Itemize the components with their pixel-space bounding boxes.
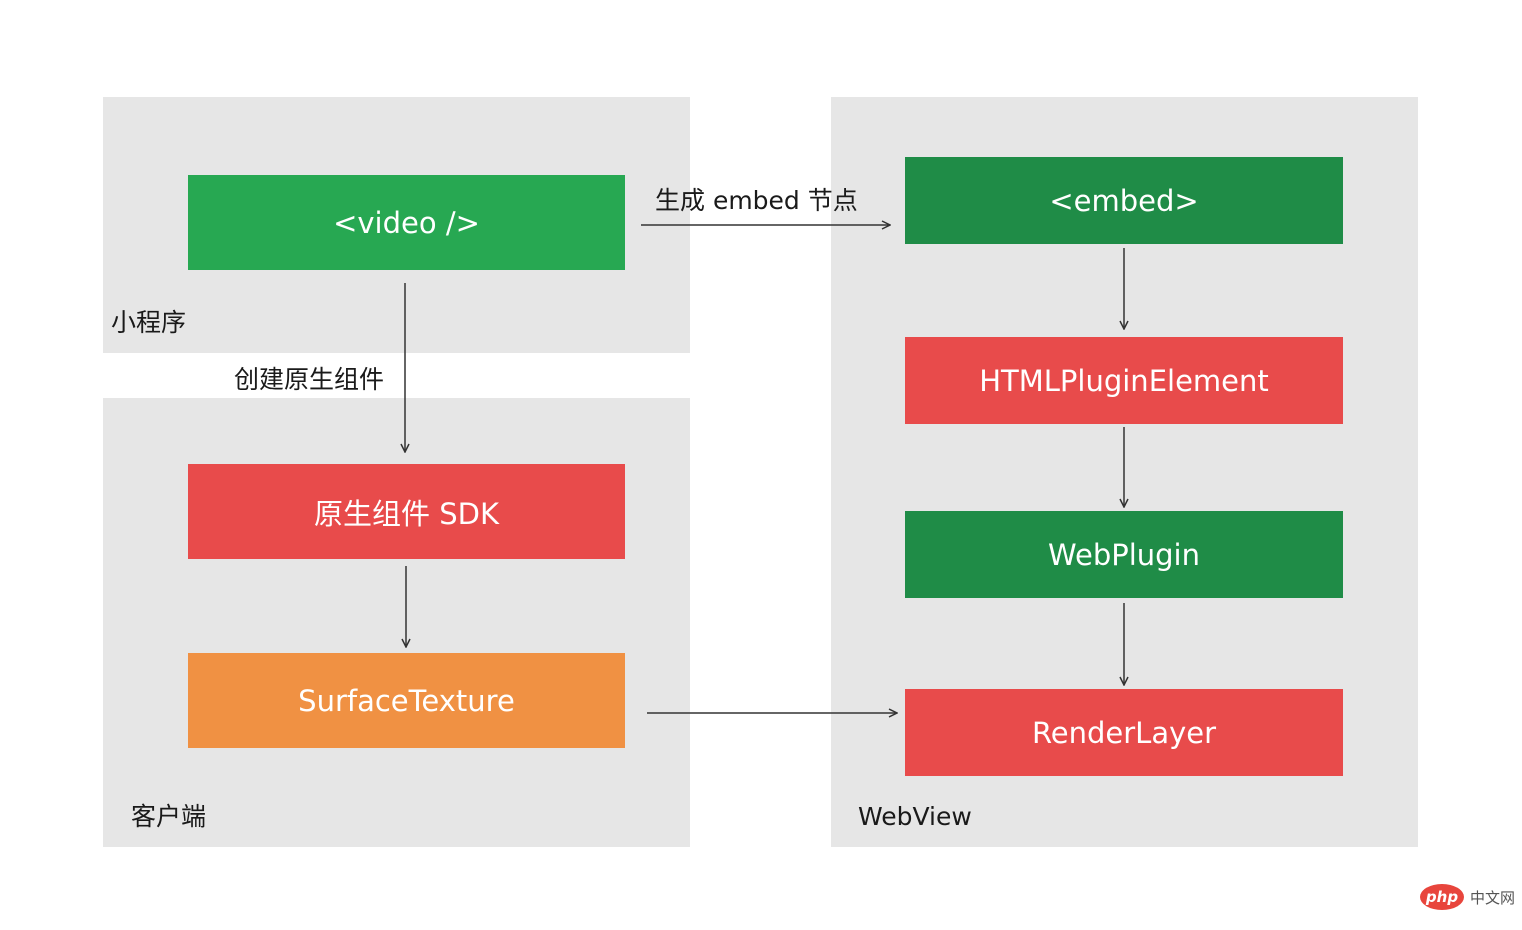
php-logo-icon: php — [1420, 884, 1464, 910]
region-label-webview: WebView — [858, 802, 972, 831]
node-native-sdk: 原生组件 SDK — [188, 464, 625, 559]
node-html-plugin-element: HTMLPluginElement — [905, 337, 1343, 424]
edge-label-create-native: 创建原生组件 — [234, 365, 385, 394]
watermark: php 中文网 — [1420, 884, 1515, 910]
watermark-text: 中文网 — [1470, 888, 1516, 907]
node-embed: <embed> — [905, 157, 1343, 244]
node-surface-texture: SurfaceTexture — [188, 653, 625, 748]
region-label-miniprogram: 小程序 — [111, 308, 187, 337]
node-video: <video /> — [188, 175, 625, 270]
node-web-plugin: WebPlugin — [905, 511, 1343, 598]
region-label-client: 客户端 — [131, 802, 207, 831]
node-render-layer: RenderLayer — [905, 689, 1343, 776]
edge-label-gen-embed: 生成 embed 节点 — [655, 186, 858, 215]
